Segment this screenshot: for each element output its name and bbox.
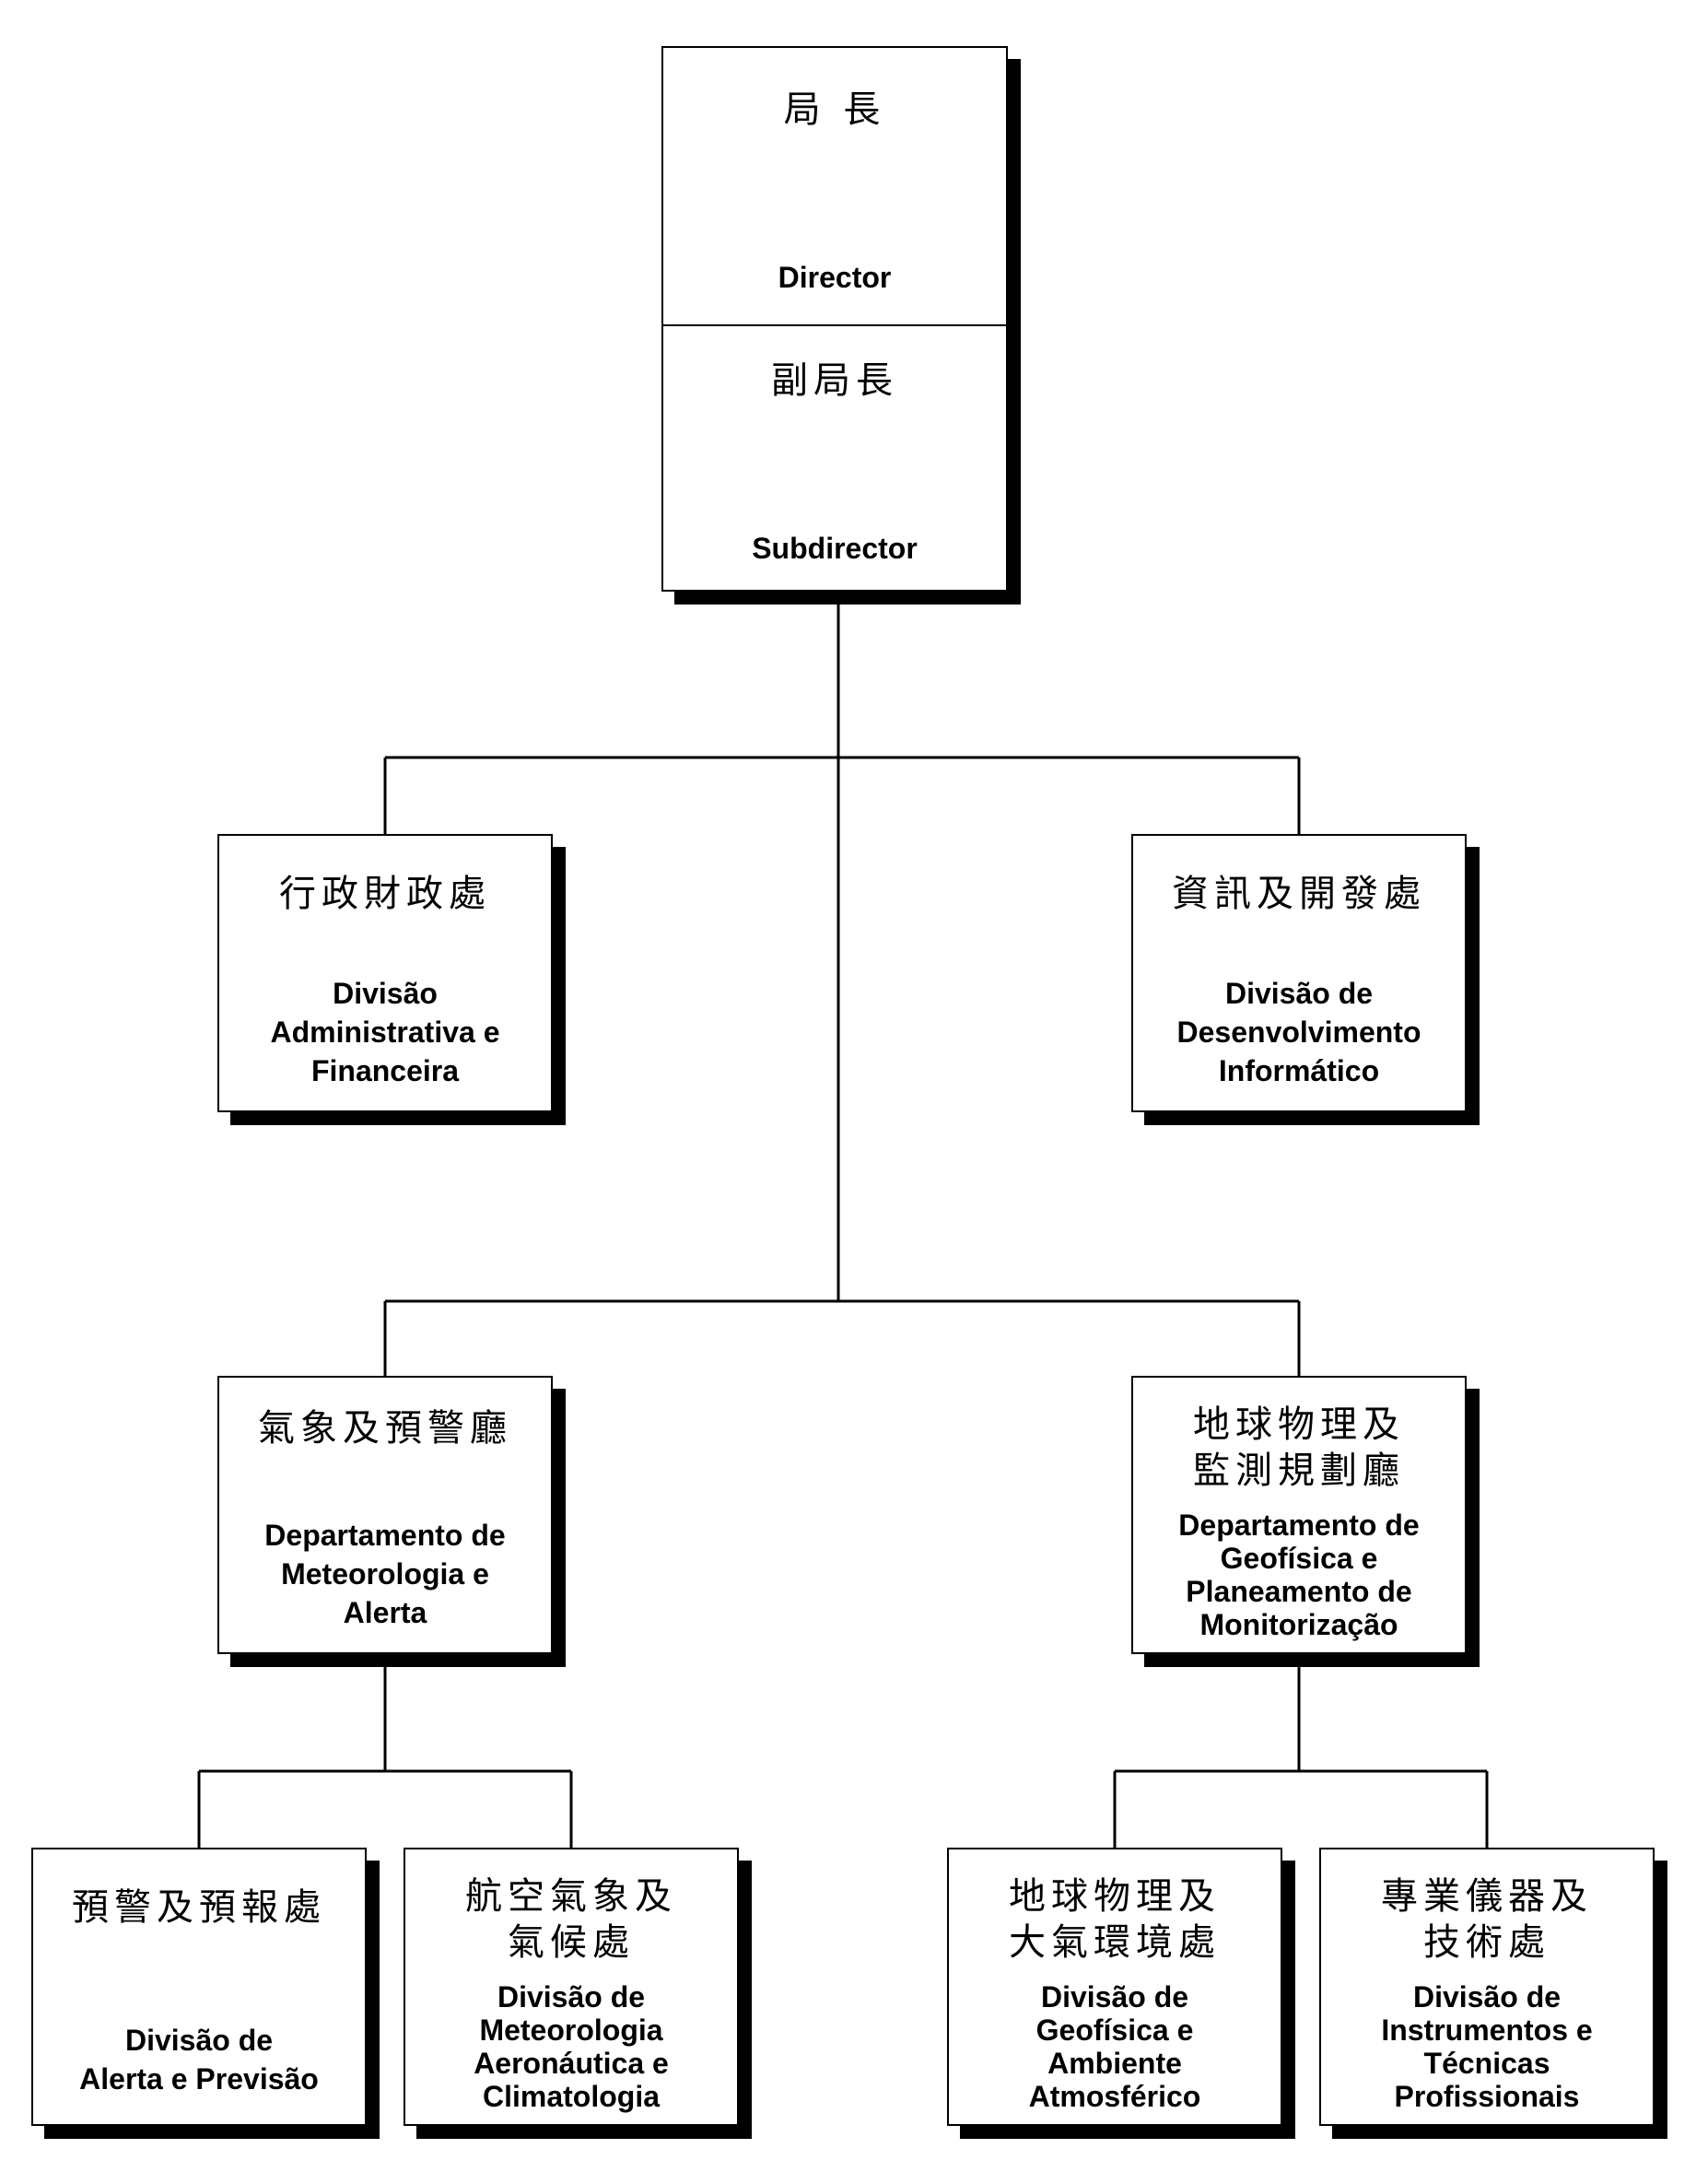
- admin-division-pt-line: Divisão: [333, 977, 438, 1010]
- geophysics-atmosphere-division-pt-line: Ambiente: [1047, 2047, 1182, 2080]
- geophysics-department-zh-line: 地球物理及: [1193, 1403, 1405, 1446]
- meteorology-department-pt: Departamento de Meteorologia e Alerta: [219, 1516, 551, 1632]
- geophysics-atmosphere-division-pt-line: Divisão de: [1040, 1980, 1189, 2014]
- aeronautical-division-pt-line: Meteorologia: [479, 2014, 663, 2047]
- meteorology-department-pt-line: Alerta: [343, 1596, 427, 1629]
- alert-forecast-division-zh-line: 預警及預報處: [72, 1886, 326, 1929]
- geophysics-department-pt-line: Geofísica e: [1220, 1542, 1378, 1575]
- alert-forecast-division-pt: Divisão de Alerta e Previsão: [33, 2021, 365, 2098]
- it-division-pt-line: Informático: [1218, 1054, 1380, 1087]
- geophysics-department-zh-line: 監測規劃廳: [1193, 1450, 1405, 1492]
- instruments-division-zh-line: 技術處: [1423, 1921, 1550, 1964]
- admin-division-pt-line: Financeira: [310, 1054, 460, 1087]
- it-division-box: 資訊及開發處 Divisão de Desenvolvimento Inform…: [1131, 834, 1467, 1112]
- geophysics-atmosphere-division-box: 地球物理及 大氣環境處 Divisão de Geofísica e Ambie…: [947, 1848, 1282, 2126]
- admin-division-zh: 行政財政處: [219, 871, 551, 917]
- it-division-pt: Divisão de Desenvolvimento Informático: [1133, 974, 1465, 1090]
- geophysics-atmosphere-division-zh-line: 地球物理及: [1009, 1875, 1221, 1918]
- subdirector-pt: Subdirector: [663, 529, 1006, 568]
- instruments-division-box: 專業儀器及 技術處 Divisão de Instrumentos e Técn…: [1319, 1848, 1655, 2126]
- aeronautical-division-pt-line: Divisão de: [497, 1980, 646, 2014]
- instruments-division-pt-line: Divisão de: [1412, 1980, 1562, 2014]
- instruments-division-pt: Divisão de Instrumentos e Técnicas Profi…: [1321, 1980, 1653, 2113]
- geophysics-atmosphere-division-pt-line: Geofísica e: [1035, 2014, 1194, 2047]
- alert-forecast-division-pt-line: Divisão de: [124, 2024, 274, 2057]
- subdirector-section: 副局長 Subdirector: [663, 324, 1006, 590]
- meteorology-department-box: 氣象及預警廳 Departamento de Meteorologia e Al…: [217, 1376, 553, 1654]
- aeronautical-division-pt-line: Climatologia: [482, 2080, 660, 2113]
- director-pt-line: Director: [778, 261, 892, 294]
- aeronautical-division-pt: Divisão de Meteorologia Aeronáutica e Cl…: [405, 1980, 737, 2113]
- aeronautical-division-pt-line: Aeronáutica e: [474, 2047, 669, 2080]
- it-division-pt-line: Divisão de: [1224, 977, 1374, 1010]
- admin-division-pt: Divisão Administrativa e Financeira: [219, 974, 551, 1090]
- admin-division-pt-line: Administrativa e: [270, 1016, 500, 1049]
- admin-division-box: 行政財政處 Divisão Administrativa e Financeir…: [217, 834, 553, 1112]
- geophysics-department-pt: Departamento de Geofísica e Planeamento …: [1133, 1509, 1465, 1641]
- geophysics-atmosphere-division-pt-line: Atmosférico: [1028, 2080, 1201, 2113]
- admin-division-zh-line: 行政財政處: [279, 873, 491, 915]
- geophysics-department-pt-line: Departamento de: [1178, 1509, 1420, 1542]
- aeronautical-division-zh: 航空氣象及 氣候處: [405, 1873, 737, 1966]
- meteorology-department-pt-line: Departamento de: [264, 1519, 506, 1552]
- geophysics-department-pt-line: Monitorização: [1199, 1608, 1398, 1641]
- geophysics-atmosphere-division-pt: Divisão de Geofísica e Ambiente Atmosfér…: [949, 1980, 1281, 2113]
- subdirector-zh-line: 副局長: [771, 359, 898, 402]
- instruments-division-pt-line: Técnicas: [1423, 2047, 1550, 2080]
- it-division-pt-line: Desenvolvimento: [1176, 1016, 1421, 1049]
- alert-forecast-division-zh: 預警及預報處: [33, 1884, 365, 1931]
- director-box: 局 長 Director 副局長 Subdirector: [661, 46, 1008, 592]
- aeronautical-division-zh-line: 氣候處: [508, 1921, 635, 1964]
- geophysics-department-zh: 地球物理及 監測規劃廳: [1133, 1402, 1465, 1494]
- geophysics-atmosphere-division-zh: 地球物理及 大氣環境處: [949, 1873, 1281, 1966]
- instruments-division-pt-line: Profissionais: [1394, 2080, 1580, 2113]
- director-zh: 局 長: [663, 87, 1006, 133]
- instruments-division-zh: 專業儀器及 技術處: [1321, 1873, 1653, 1966]
- aeronautical-division-zh-line: 航空氣象及: [465, 1875, 677, 1918]
- instruments-division-pt-line: Instrumentos e: [1381, 2014, 1593, 2047]
- it-division-zh-line: 資訊及開發處: [1172, 873, 1426, 915]
- aeronautical-division-box: 航空氣象及 氣候處 Divisão de Meteorologia Aeroná…: [404, 1848, 739, 2126]
- meteorology-department-zh: 氣象及預警廳: [219, 1405, 551, 1451]
- geophysics-department-pt-line: Planeamento de: [1186, 1575, 1412, 1608]
- meteorology-department-zh-line: 氣象及預警廳: [258, 1407, 512, 1450]
- director-pt: Director: [663, 258, 1006, 297]
- geophysics-department-box: 地球物理及 監測規劃廳 Departamento de Geofísica e …: [1131, 1376, 1467, 1654]
- instruments-division-zh-line: 專業儀器及: [1381, 1875, 1593, 1918]
- director-zh-line: 局 長: [783, 88, 886, 131]
- alert-forecast-division-box: 預警及預報處 Divisão de Alerta e Previsão: [31, 1848, 367, 2126]
- director-section: 局 長 Director: [663, 48, 1006, 324]
- meteorology-department-pt-line: Meteorologia e: [281, 1557, 489, 1591]
- it-division-zh: 資訊及開發處: [1133, 871, 1465, 917]
- geophysics-atmosphere-division-zh-line: 大氣環境處: [1009, 1921, 1221, 1964]
- subdirector-zh: 副局長: [663, 358, 1006, 404]
- subdirector-pt-line: Subdirector: [752, 532, 918, 565]
- alert-forecast-division-pt-line: Alerta e Previsão: [79, 2062, 319, 2096]
